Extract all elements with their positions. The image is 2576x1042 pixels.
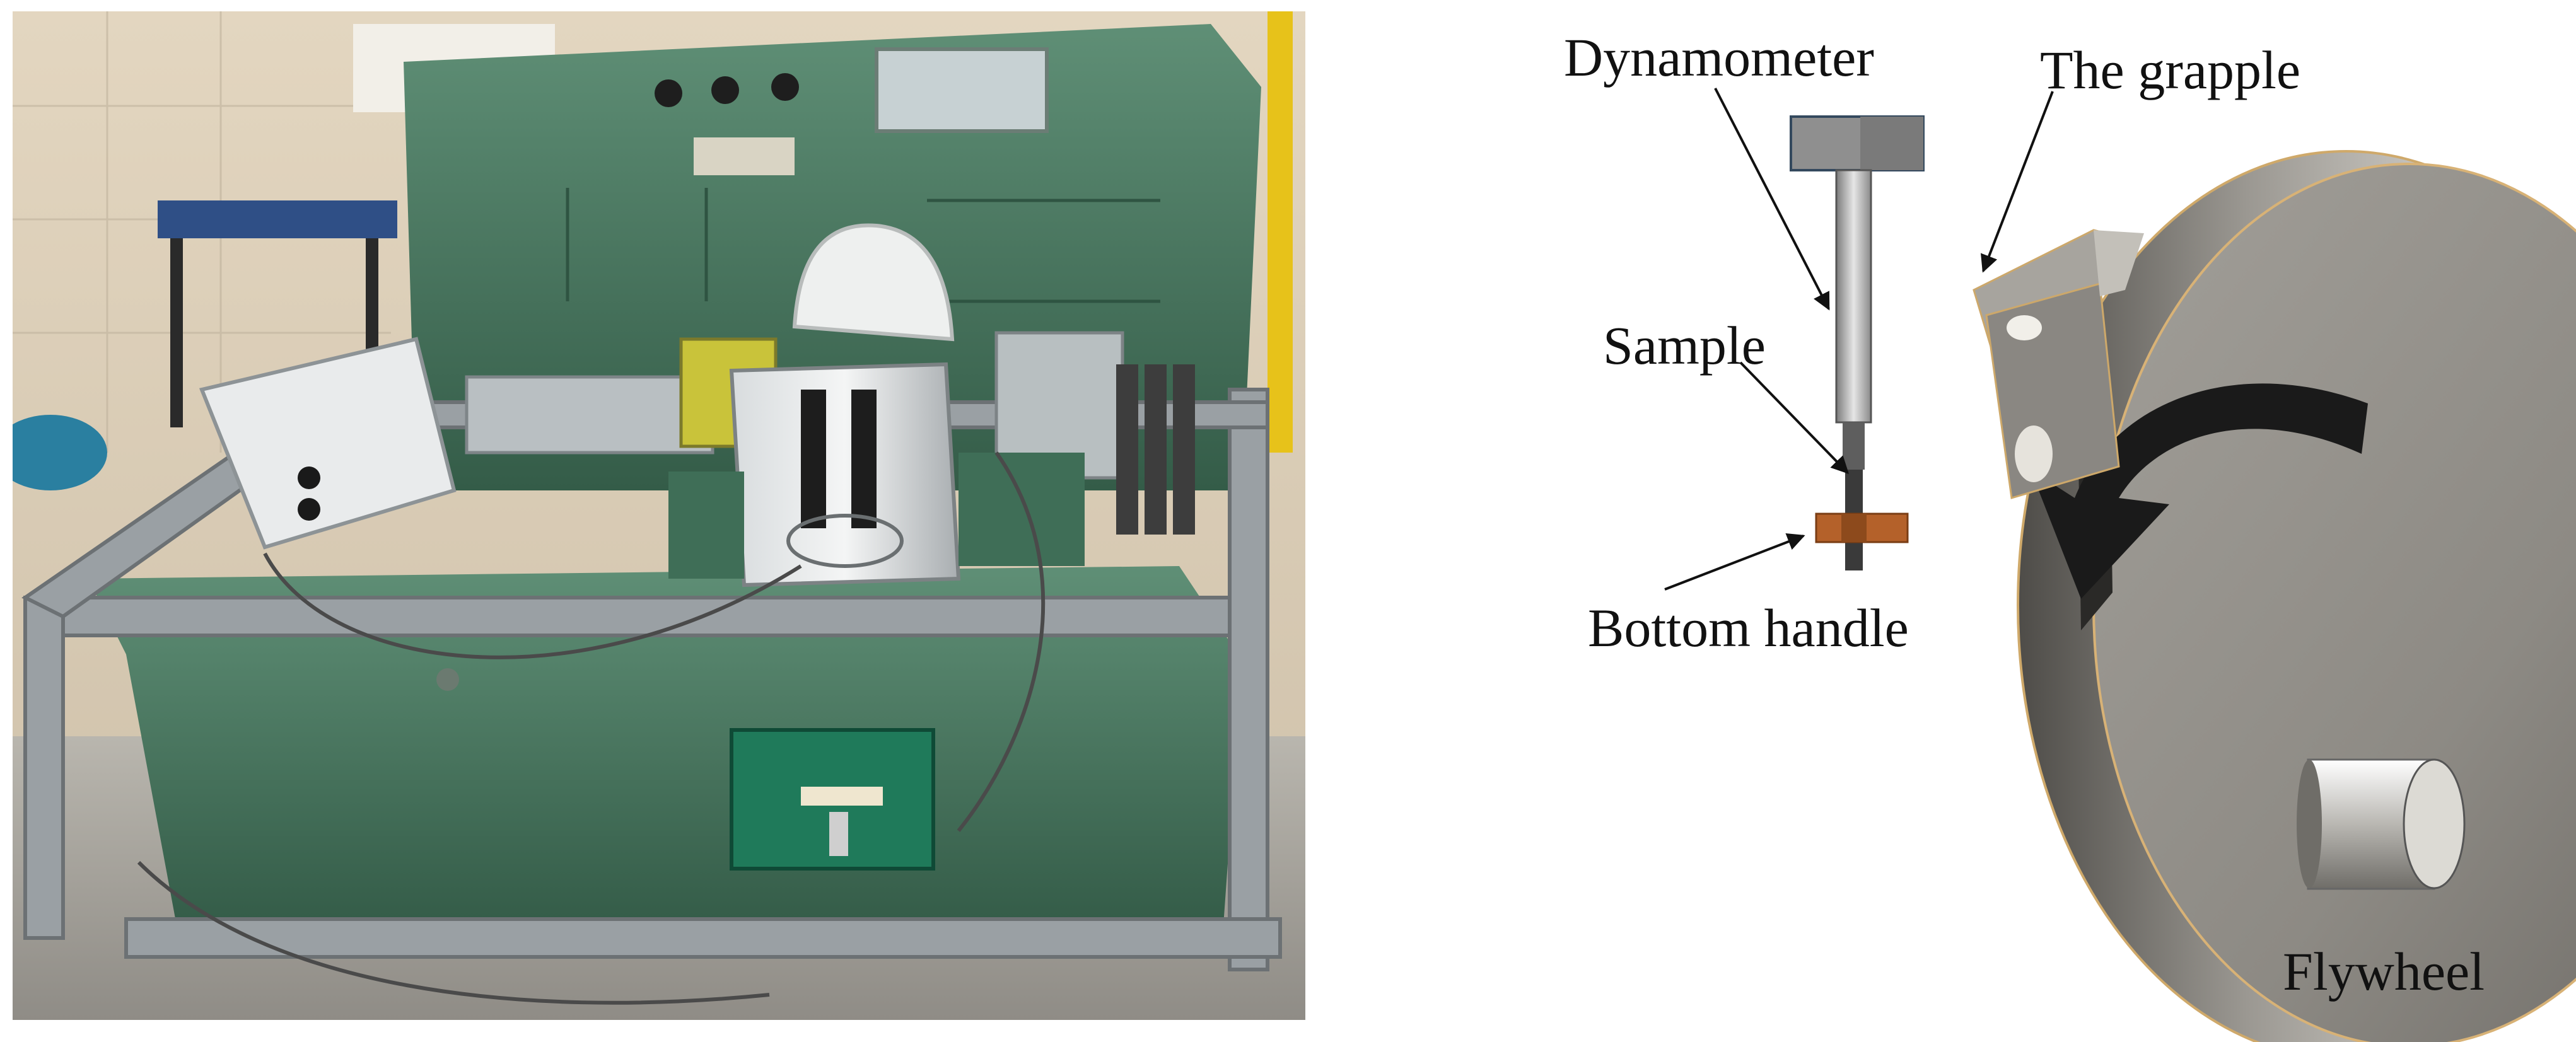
label-grapple: The grapple [2040, 40, 2300, 100]
machine-photo [13, 11, 1305, 1020]
leader-arrows [1664, 88, 2054, 591]
label-bottom-handle: Bottom handle [1588, 598, 1909, 658]
dynamometer [1790, 115, 1925, 470]
machine-photo-illustration [13, 11, 1305, 1020]
label-sample: Sample [1603, 315, 1766, 376]
rotation-arrow-icon [2031, 383, 2368, 599]
schematic-diagram: Dynamometer The grapple Sample Bottom ha… [1564, 27, 2576, 1042]
bottom-handle [1815, 512, 1909, 543]
grapple [1973, 229, 2144, 499]
flywheel [2017, 150, 2576, 1042]
flywheel-schematic: Dynamometer The grapple Sample Bottom ha… [1444, 0, 2576, 1042]
flywheel-shaft [2297, 758, 2466, 890]
label-flywheel: Flywheel [2283, 941, 2485, 1002]
label-dynamometer: Dynamometer [1564, 27, 1874, 88]
